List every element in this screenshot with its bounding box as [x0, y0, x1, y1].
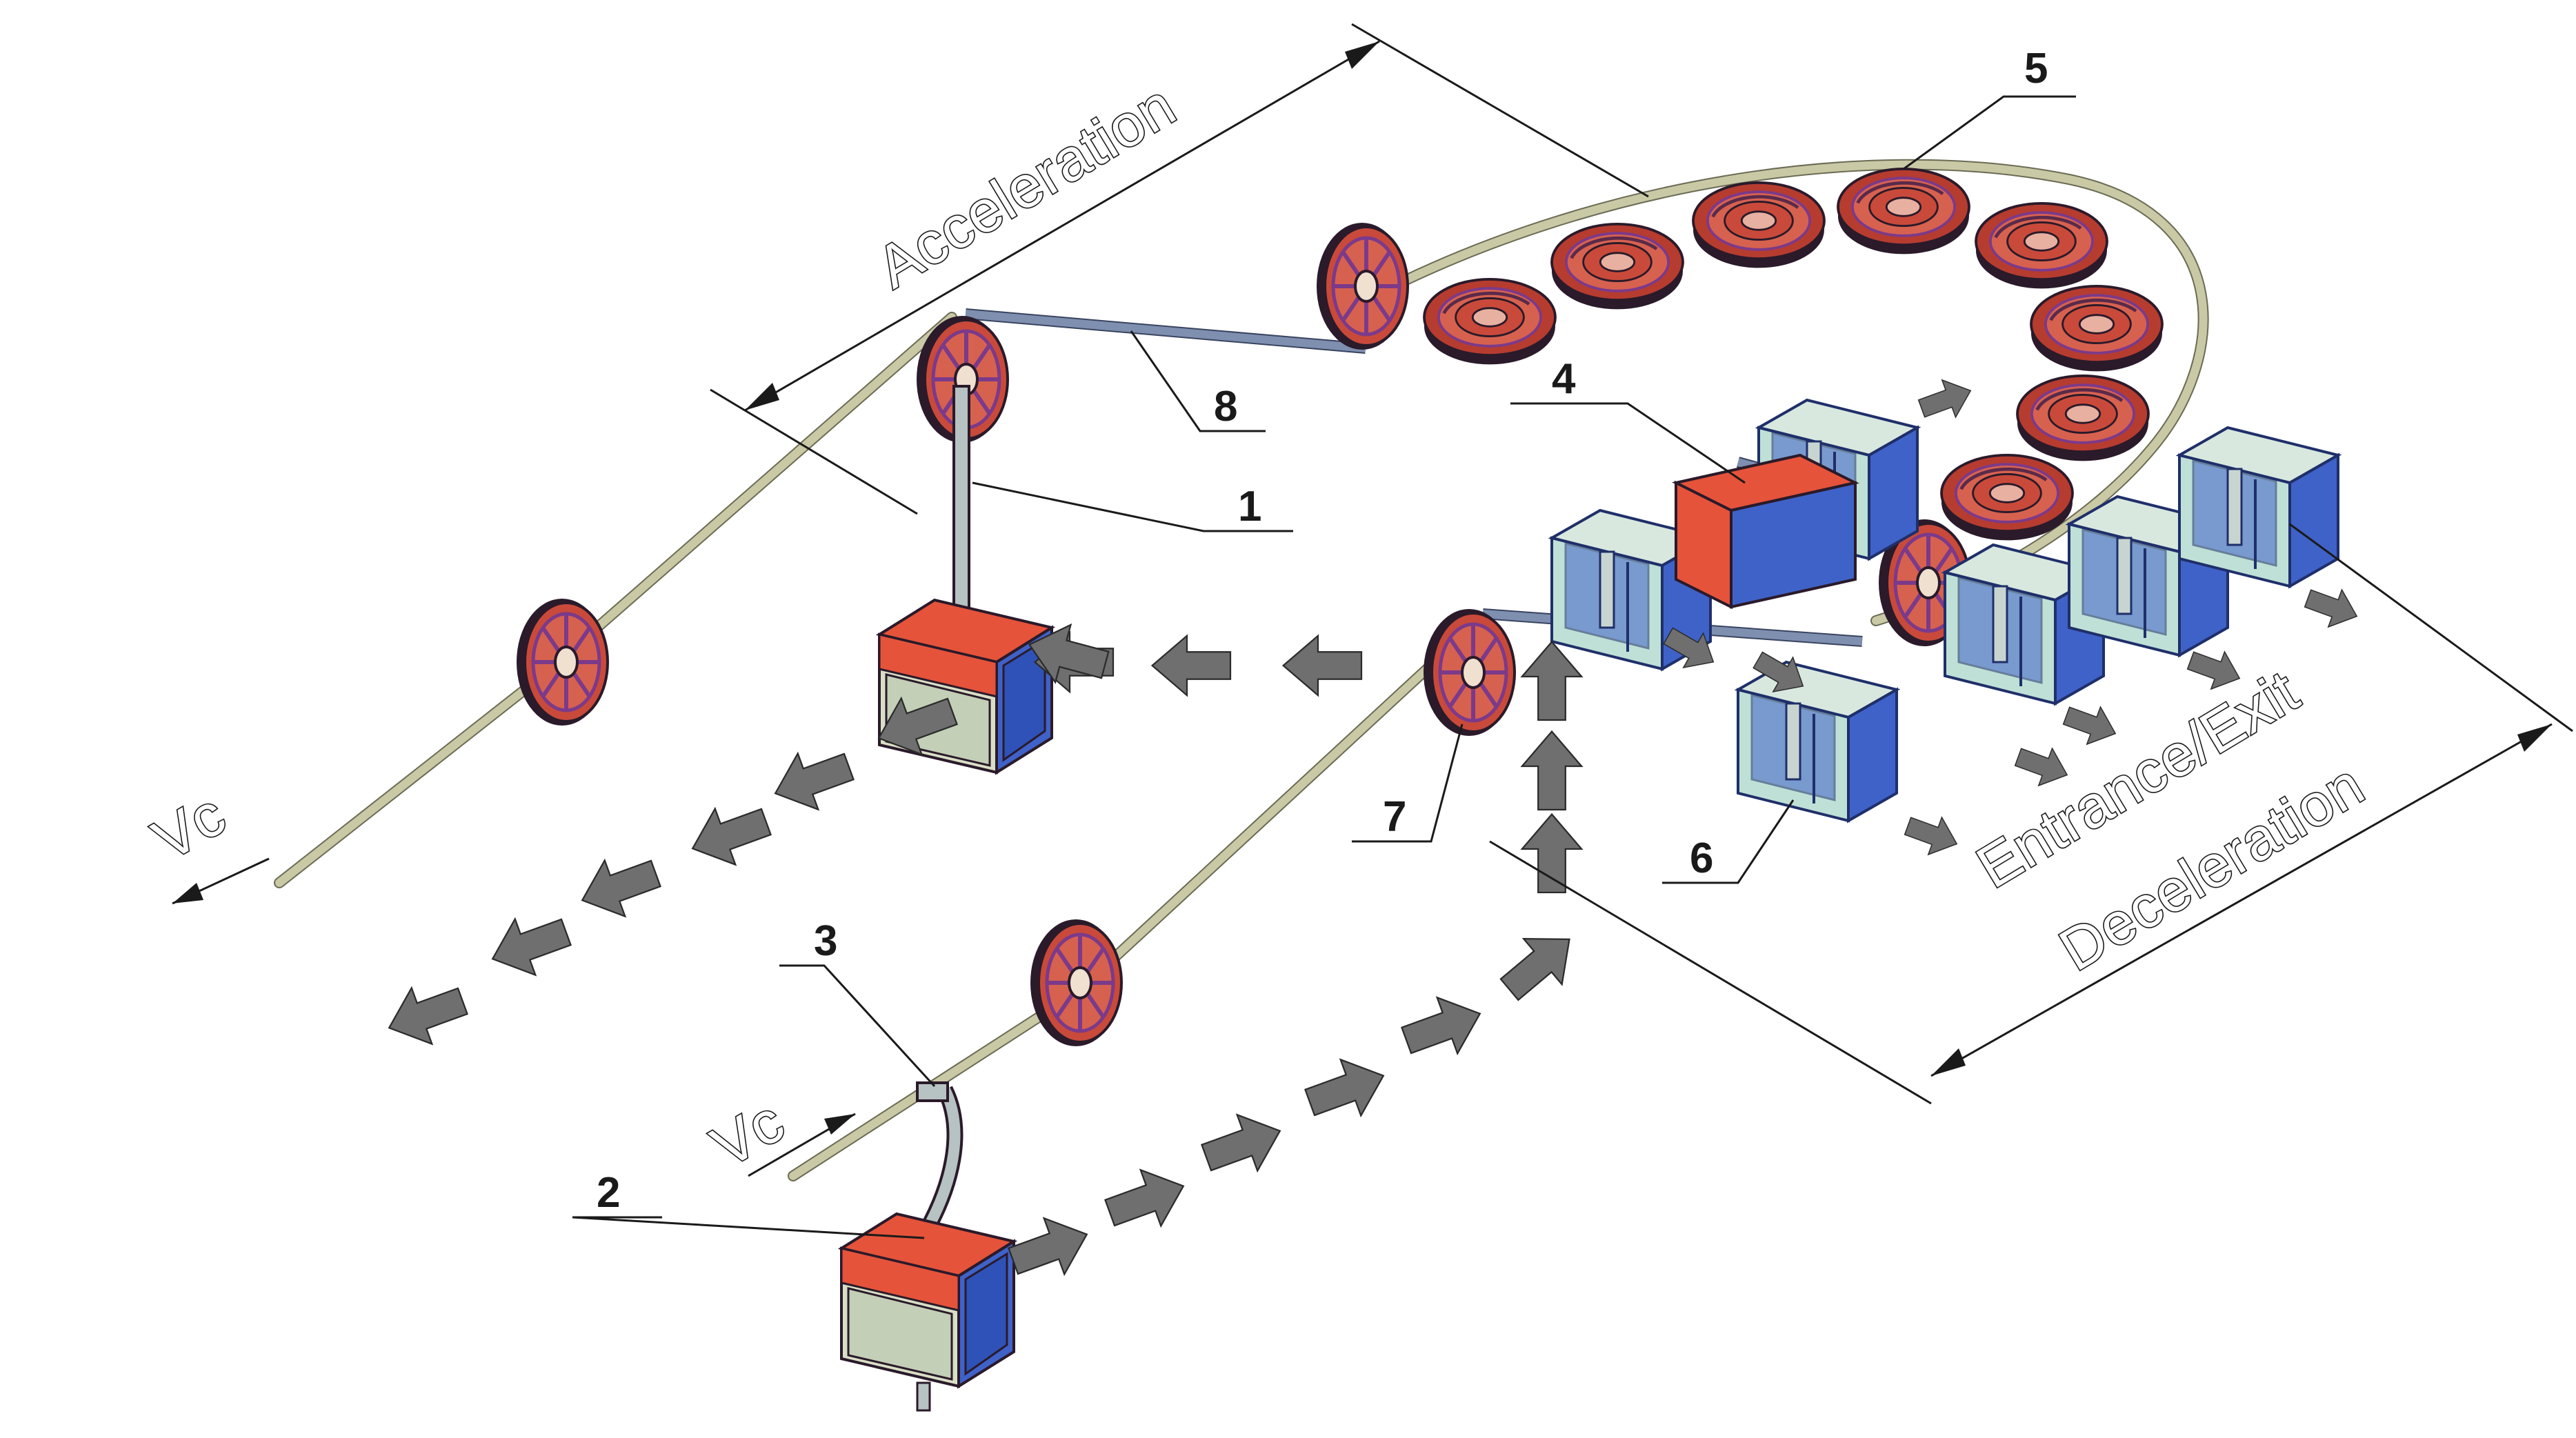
deceleration-dimension [1489, 523, 2573, 1105]
callout-4: 4 [1552, 355, 1576, 403]
flow-arrow-icon [571, 844, 667, 930]
callout-5: 5 [2024, 45, 2048, 92]
flow-arrow-icon [681, 792, 777, 878]
callout-7: 7 [1383, 793, 1406, 841]
flow-arrow-icon [1521, 730, 1583, 811]
horizontal-wheel-icon [1941, 455, 2073, 541]
flow-arrow-icon [481, 903, 577, 988]
callout-3: 3 [814, 917, 837, 965]
gondola-cabin-icon [840, 1212, 1015, 1388]
flow-arrow-icon [2059, 696, 2123, 753]
leader-lines [572, 95, 2076, 1239]
horizontal-wheel-icon [2031, 286, 2162, 372]
horizontal-wheel-icon [1976, 203, 2107, 289]
flow-arrow-icon [1521, 641, 1583, 721]
pulley-wheel-icon [517, 599, 608, 726]
flow-arrow-icon [1395, 984, 1491, 1070]
flow-arrow-icon [378, 972, 474, 1057]
cabin-post [916, 1381, 931, 1412]
hanger-arm-1 [952, 385, 970, 615]
station-cabin-4 [1672, 453, 1859, 610]
flow-arrow-icon [1914, 371, 1978, 428]
flow-arrow-icon [1151, 635, 1232, 697]
horizontal-wheel-icon [1693, 183, 1824, 268]
flow-arrow-icon [1195, 1101, 1291, 1187]
flow-arrow-icon [1099, 1157, 1195, 1242]
horizontal-wheel-icon [2017, 376, 2148, 461]
vc-incoming-arrow [748, 1112, 856, 1177]
pulley-wheel-icon [1317, 223, 1408, 350]
callout-1: 1 [1238, 483, 1261, 530]
flow-arrow-icon [1521, 813, 1583, 894]
flow-arrow-icon [1002, 1205, 1098, 1290]
flow-arrow-icon [1489, 915, 1590, 1013]
callout-8: 8 [1214, 383, 1237, 430]
vc-incoming-label: Vc [701, 1088, 796, 1180]
boarding-gate-icon [1737, 661, 1898, 822]
flow-arrow-icon [764, 737, 860, 823]
pulley-wheel-icon [1424, 609, 1515, 736]
flow-arrow-icon [1900, 806, 1964, 863]
callout-6: 6 [1690, 835, 1713, 882]
flow-arrow-icon [1299, 1046, 1395, 1132]
horizontal-wheel-icon [1838, 169, 1969, 254]
vc-outgoing-arrow [172, 857, 270, 905]
flow-arrow-icon [2300, 579, 2364, 636]
boarding-gate-icon [2178, 426, 2339, 588]
callout-2: 2 [597, 1169, 620, 1217]
flow-arrow-icon [1282, 635, 1363, 697]
acceleration-dimension [710, 23, 1649, 515]
vc-outgoing-label: Vc [143, 781, 237, 873]
acceleration-label: Acceleration [866, 72, 1186, 301]
horizontal-wheel-icon [1424, 279, 1555, 365]
pulley-wheel-icon [1030, 919, 1121, 1046]
horizontal-wheel-icon [1552, 224, 1683, 310]
